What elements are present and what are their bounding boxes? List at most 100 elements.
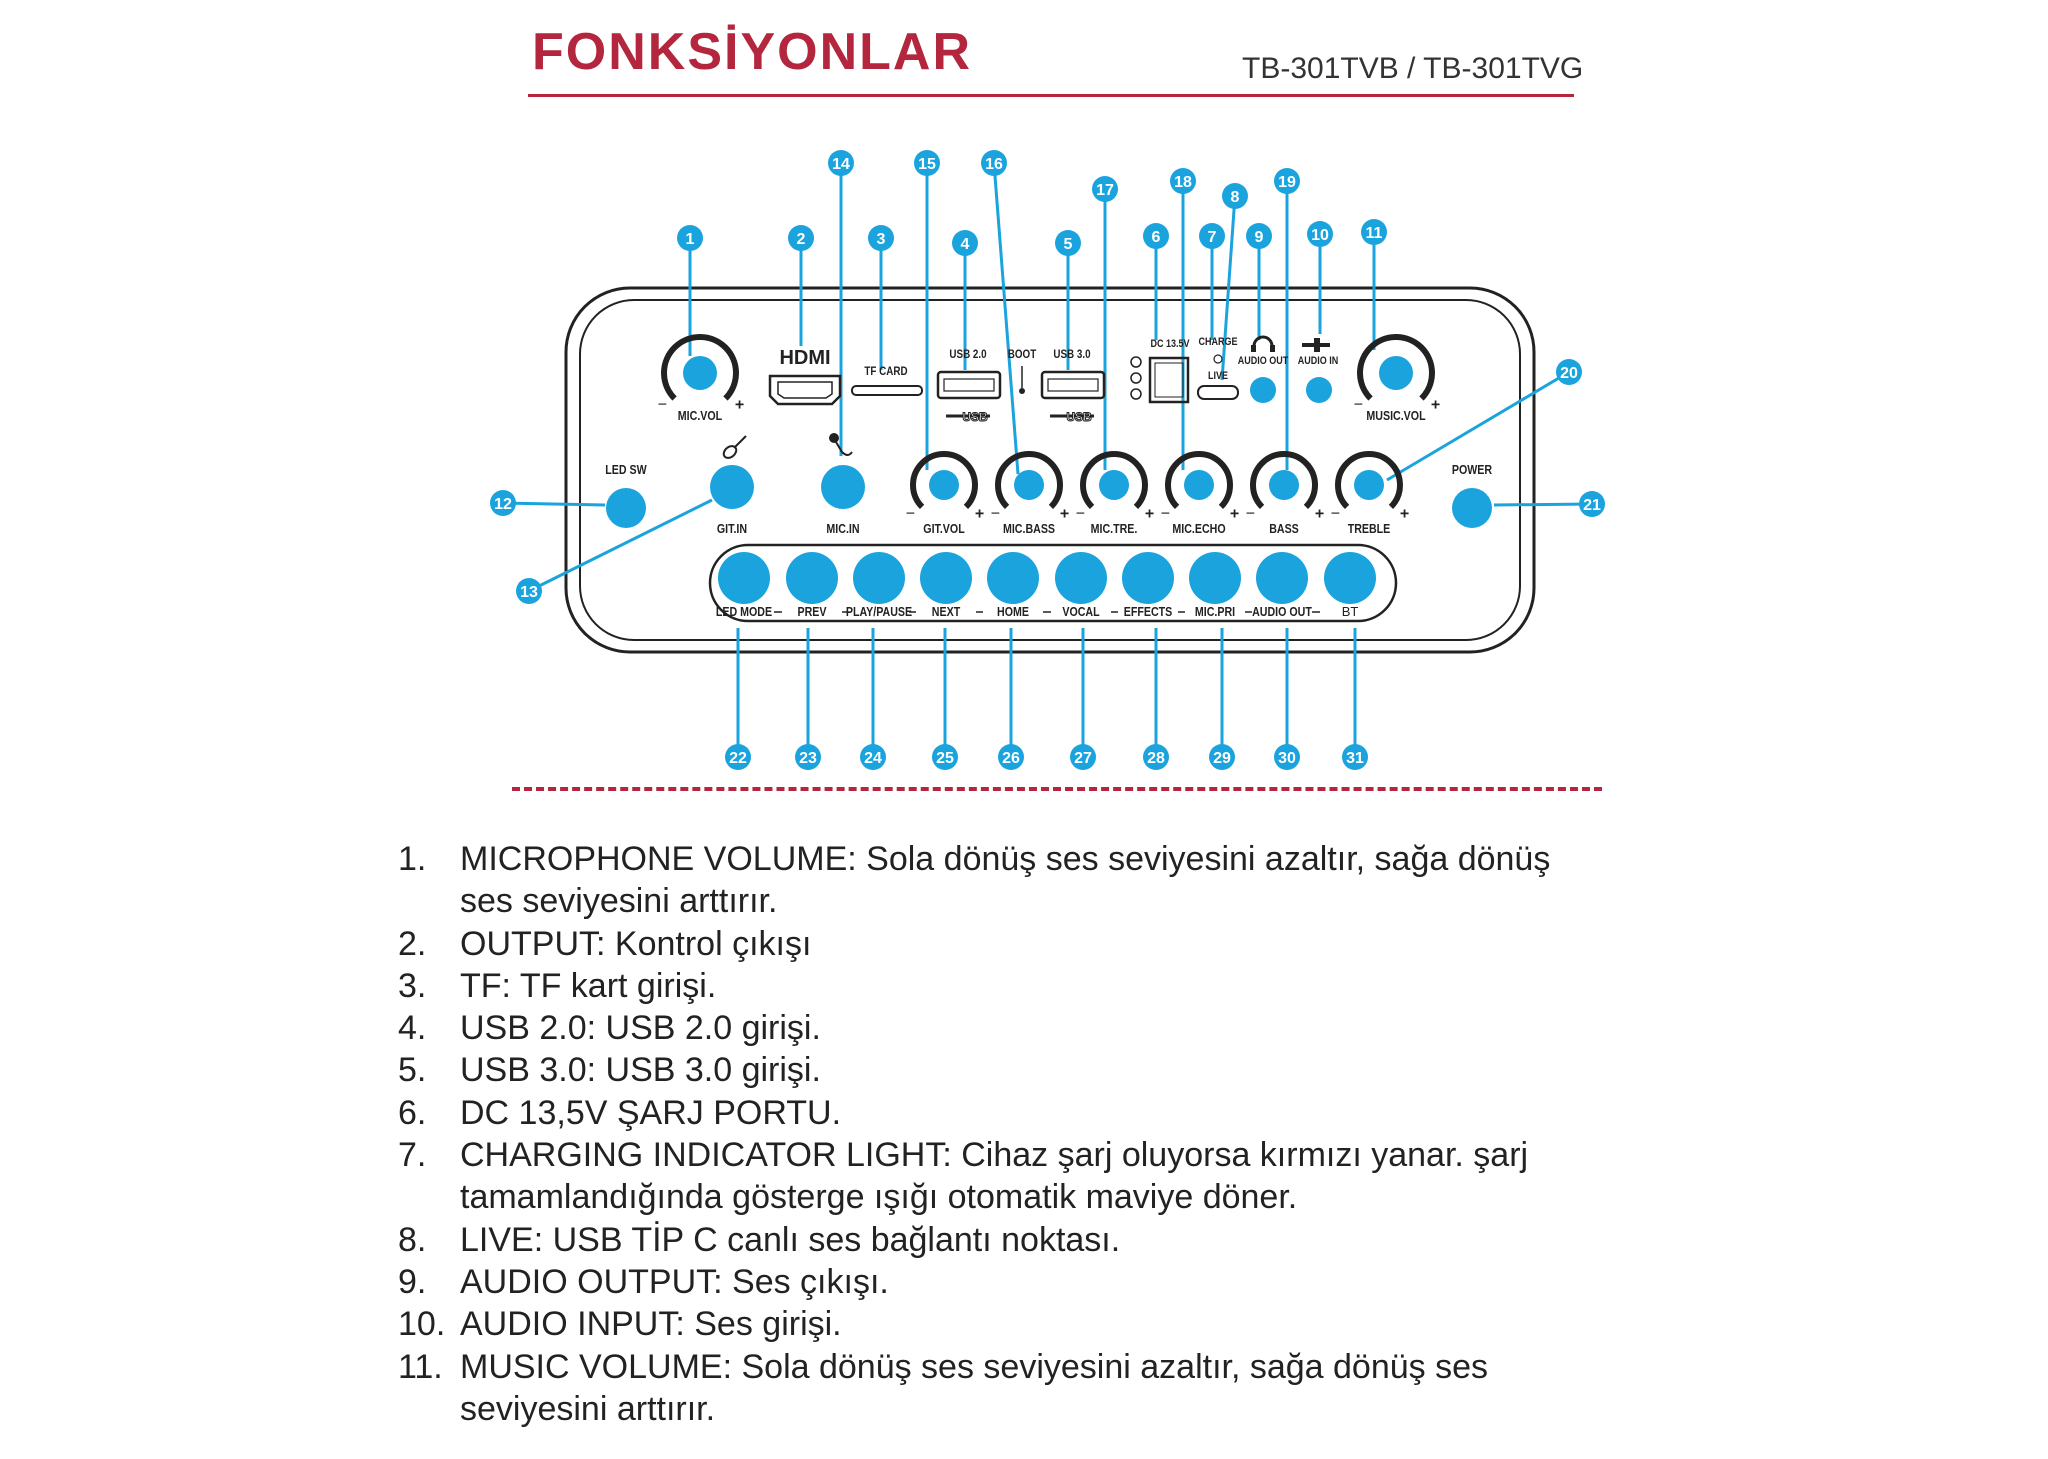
button-led-mode: LED MODE bbox=[716, 552, 772, 619]
callout-11: 11 bbox=[1361, 219, 1387, 245]
usb2-logo: USB bbox=[946, 410, 990, 425]
knob-bass-arc bbox=[1250, 451, 1318, 510]
function-item: 6.DC 13,5V ŞARJ PORTU. bbox=[398, 1092, 1728, 1134]
callout-number: 13 bbox=[520, 584, 538, 601]
callout-number: 16 bbox=[985, 156, 1003, 173]
function-number: 4. bbox=[398, 1009, 427, 1048]
hdmi-port-inner bbox=[777, 381, 833, 399]
function-number: 1. bbox=[398, 840, 427, 878]
music-vol-knob-plus: + bbox=[1431, 397, 1440, 414]
knob-git-vol-plus: + bbox=[975, 506, 984, 523]
button-mic-pri: MIC.PRI bbox=[1189, 552, 1241, 619]
knob-mic-echo-plus: + bbox=[1230, 506, 1239, 523]
callout-number: 8 bbox=[1231, 189, 1240, 206]
function-item: 7.CHARGING INDICATOR LIGHT: Cihaz şarj o… bbox=[398, 1134, 1728, 1219]
callout-dot bbox=[1274, 168, 1300, 194]
knob-mic-tre-: −+MIC.TRE. bbox=[1076, 451, 1154, 536]
knob-mic-echo-arc bbox=[1165, 451, 1233, 510]
usb3-label: USB 3.0 bbox=[1053, 348, 1090, 361]
button-strip-frame bbox=[708, 543, 1398, 623]
knob-git-vol-arc bbox=[910, 451, 978, 510]
function-text: MUSIC VOLUME: Sola dönüş ses seviyesini … bbox=[460, 1347, 1489, 1386]
power-button bbox=[1452, 488, 1492, 528]
callout-number: 27 bbox=[1074, 750, 1092, 767]
function-text: TF: TF kart girişi. bbox=[460, 966, 717, 1005]
button-label: EFFECTS bbox=[1124, 604, 1173, 619]
led-sw-label: LED SW bbox=[605, 462, 647, 477]
callout-dot bbox=[1556, 359, 1582, 385]
callout-number: 4 bbox=[961, 236, 970, 253]
usb2-logo-text: USB bbox=[962, 410, 988, 424]
button-play-pause: PLAY/PAUSE bbox=[846, 552, 912, 619]
callout-dot bbox=[1209, 744, 1235, 770]
button-bt: BT bbox=[1324, 552, 1376, 619]
callout-20: 20 bbox=[1556, 359, 1582, 385]
button-cap bbox=[853, 552, 905, 604]
headphone-left bbox=[1251, 345, 1256, 352]
knob-treble-minus: − bbox=[1331, 506, 1340, 523]
function-item: 8.LIVE: USB TİP C canlı ses bağlantı nok… bbox=[398, 1219, 1728, 1261]
mic-vol-knob-plus: + bbox=[735, 397, 744, 414]
mic-vol-knob-cap bbox=[683, 356, 717, 390]
callout-dot bbox=[1199, 223, 1225, 249]
function-text: tamamlandığında gösterge ışığı otomatik … bbox=[460, 1178, 1298, 1217]
knob-mic-bass: −+MIC.BASS bbox=[991, 451, 1069, 536]
usb3-logo-text: USB bbox=[1066, 410, 1092, 424]
callout-7: 7 bbox=[1199, 223, 1225, 249]
knob-mic-bass-cap bbox=[1014, 470, 1044, 500]
headphone-band bbox=[1252, 335, 1274, 347]
usb3-port-inner bbox=[1047, 378, 1099, 392]
callout-dot bbox=[516, 578, 542, 604]
knob-mic-echo-minus: − bbox=[1161, 506, 1170, 523]
usb2-port-inner bbox=[943, 378, 995, 392]
callout-27: 27 bbox=[1070, 744, 1096, 770]
callout-number: 15 bbox=[918, 156, 936, 173]
callout-dot bbox=[677, 225, 703, 251]
callout-number: 9 bbox=[1255, 229, 1264, 246]
button-label: VOCAL bbox=[1062, 604, 1099, 619]
knob-git-vol-cap bbox=[929, 470, 959, 500]
usb3-port bbox=[1040, 370, 1106, 400]
function-text: USB 2.0: USB 2.0 girişi. bbox=[460, 1009, 821, 1048]
callout-number: 1 bbox=[686, 231, 695, 248]
callout-dot bbox=[1170, 168, 1196, 194]
callout-10: 10 bbox=[1307, 221, 1333, 247]
callout-23: 23 bbox=[795, 744, 821, 770]
button-home: HOME bbox=[987, 552, 1039, 619]
callout-dot bbox=[788, 225, 814, 251]
hdmi-port bbox=[768, 374, 842, 406]
boot-label: BOOT bbox=[1008, 348, 1037, 361]
music-vol-knob-minus: − bbox=[1354, 397, 1363, 414]
knob-mic-tre--cap bbox=[1099, 470, 1129, 500]
knob-mic-tre--arc bbox=[1080, 451, 1148, 510]
callout-31: 31 bbox=[1342, 744, 1368, 770]
callout-30: 30 bbox=[1274, 744, 1300, 770]
callout-25: 25 bbox=[932, 744, 958, 770]
callout-dot bbox=[1143, 223, 1169, 249]
headphone-icon bbox=[1251, 335, 1275, 352]
button-vocal: VOCAL bbox=[1055, 552, 1107, 619]
callout-number: 11 bbox=[1366, 225, 1383, 242]
panel-outer-frame bbox=[564, 286, 1536, 654]
callout-number: 28 bbox=[1147, 750, 1165, 767]
callout-dot bbox=[860, 744, 886, 770]
mic-in-label: MIC.IN bbox=[826, 521, 859, 536]
button-effects: EFFECTS bbox=[1122, 552, 1174, 619]
usb2-port bbox=[936, 370, 1002, 400]
callout-22: 22 bbox=[725, 744, 751, 770]
audio-out-jack bbox=[1250, 377, 1276, 403]
page-title: FONKSİYONLAR bbox=[532, 23, 972, 81]
callout-17: 17 bbox=[1092, 176, 1118, 202]
function-text: AUDIO INPUT: Ses girişi. bbox=[460, 1305, 842, 1344]
knob-git-vol-label: GIT.VOL bbox=[923, 521, 964, 536]
function-text: seviyesini arttırır. bbox=[460, 1389, 716, 1428]
callout-21: 21 bbox=[1579, 491, 1605, 517]
callout-number: 24 bbox=[864, 750, 882, 767]
boot-button bbox=[1019, 388, 1025, 394]
button-cap bbox=[987, 552, 1039, 604]
callout-4: 4 bbox=[952, 230, 978, 256]
knob-git-vol: −+GIT.VOL bbox=[906, 451, 984, 536]
callout-number: 12 bbox=[494, 496, 512, 513]
callout-leader-13 bbox=[528, 498, 713, 593]
